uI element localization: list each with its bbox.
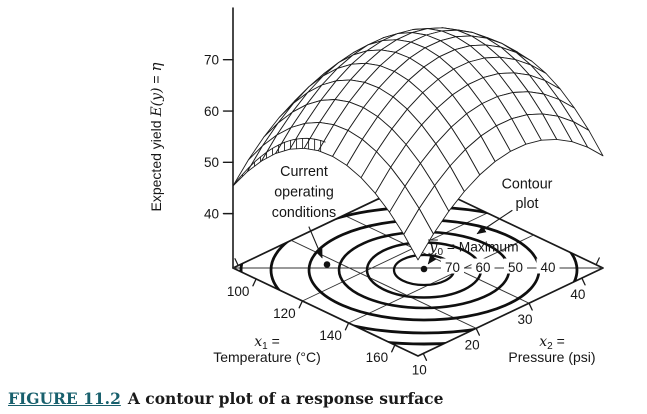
pressure-tick-label: 20	[465, 337, 480, 352]
contour-plot-arrow	[476, 209, 513, 235]
maximum-point	[420, 265, 428, 273]
figure-caption: FIGURE 11.2 A contour plot of a response …	[8, 389, 443, 408]
pressure-axis-name: Pressure (psi)	[508, 349, 595, 365]
current-operating-point	[323, 261, 331, 268]
contour-value-label: 70	[445, 260, 460, 275]
temperature-tick-label: 160	[366, 350, 389, 365]
contour-value-label: 40	[541, 260, 556, 275]
temperature-gridline	[348, 234, 535, 324]
figure-caption-link[interactable]: FIGURE 11.2	[8, 389, 121, 408]
yield-tick-label: 60	[204, 104, 219, 119]
temperature-axis-name: Temperature (°C)	[213, 349, 321, 365]
contour-value-label: 50	[508, 260, 523, 275]
pressure-tick-label: 30	[517, 312, 532, 327]
current-operating-arrow	[308, 226, 323, 259]
pressure-tick-label: 40	[570, 287, 585, 302]
pressure-tick-label: 10	[412, 362, 427, 377]
yield-tick-label: 50	[204, 155, 219, 170]
pressure-axis-title: x2 =	[539, 333, 565, 352]
surface-mesh	[232, 27, 604, 261]
temperature-tick-label: 100	[227, 284, 250, 299]
yield-tick-label: 40	[204, 206, 219, 221]
contour-value-label: 60	[476, 260, 491, 275]
yield-tick-label: 70	[204, 53, 219, 68]
temperature-tick-label: 140	[319, 328, 342, 343]
yield-axis-title: Expected yield E(y) = η	[147, 63, 165, 212]
temperature-tick-label: 120	[273, 306, 296, 321]
maximum-label: y0 = Maximum	[428, 238, 519, 259]
temperature-axis-title: x1 =	[254, 333, 280, 352]
temperature-gridline	[301, 212, 488, 302]
figure-caption-text: A contour plot of a response surface	[127, 389, 444, 408]
maximum-arrow	[427, 252, 437, 265]
